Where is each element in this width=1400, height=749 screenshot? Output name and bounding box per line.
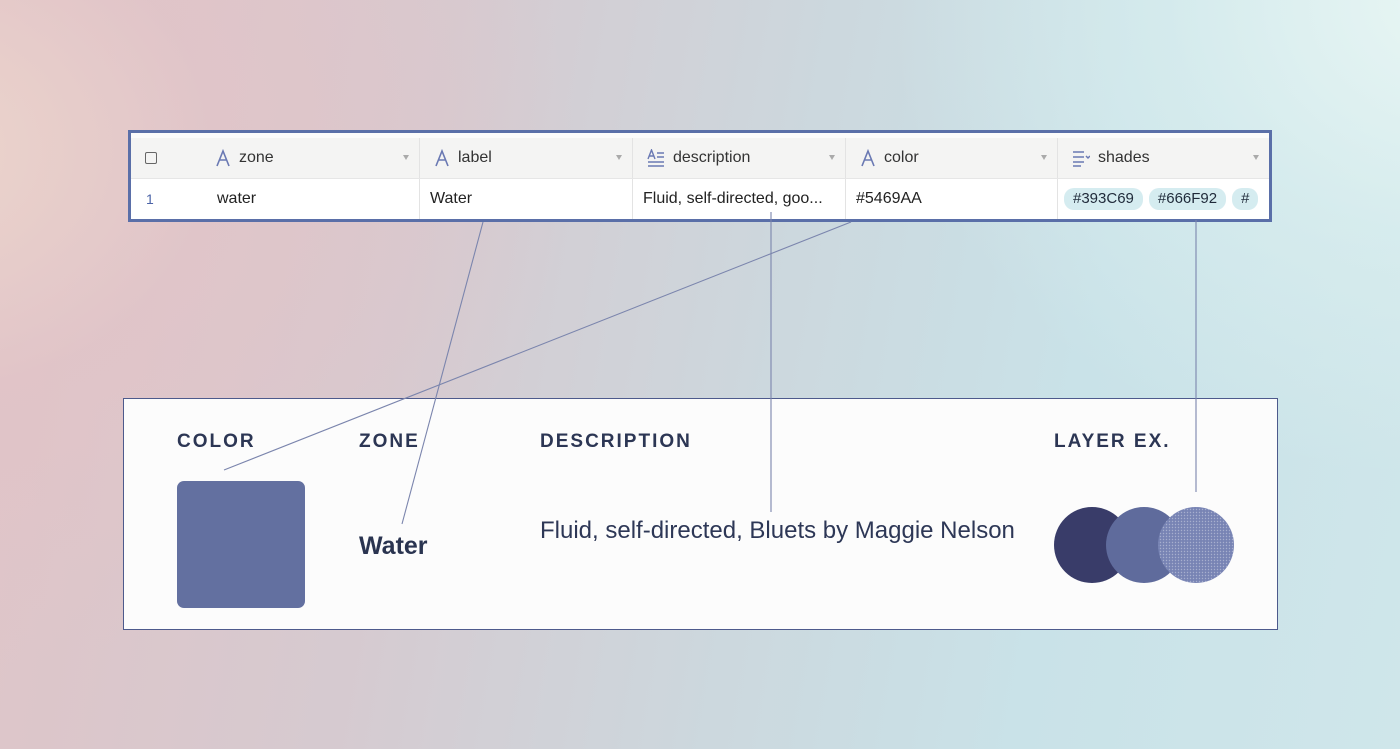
- header-row: zone label description color shades: [131, 138, 1269, 179]
- row-number-cell: 1: [131, 179, 201, 219]
- select-all-cell[interactable]: [131, 138, 201, 178]
- cell-label[interactable]: Water: [420, 179, 633, 219]
- select-all-checkbox[interactable]: [145, 152, 157, 164]
- cell-color-value: #5469AA: [856, 190, 922, 207]
- column-header-label: zone: [239, 149, 274, 166]
- cell-description[interactable]: Fluid, self-directed, goo...: [633, 179, 846, 219]
- chevron-down-icon[interactable]: [829, 155, 835, 160]
- long-text-field-icon: [647, 149, 664, 167]
- text-field-icon: [435, 149, 449, 167]
- column-header-description[interactable]: description: [633, 138, 846, 178]
- column-header-shades[interactable]: shades: [1058, 138, 1269, 178]
- multi-select-field-icon: [1073, 151, 1090, 167]
- layer-circles: [1054, 507, 1234, 583]
- zone-heading: ZONE: [359, 431, 420, 452]
- row-number: 1: [146, 191, 154, 207]
- data-grid: zone label description color shades 1: [128, 130, 1272, 222]
- table-row[interactable]: 1 water Water Fluid, self-directed, goo.…: [131, 179, 1269, 219]
- layer-circle: [1106, 507, 1182, 583]
- shade-chips: #393C69 #666F92 #: [1064, 188, 1264, 210]
- layer-circle: [1054, 507, 1130, 583]
- cell-zone-value: water: [217, 190, 257, 207]
- layer-example-heading: LAYER EX.: [1054, 431, 1171, 452]
- cell-shades[interactable]: #393C69 #666F92 #: [1058, 179, 1269, 219]
- column-header-label: color: [884, 149, 919, 166]
- shade-chip: #393C69: [1064, 188, 1143, 210]
- text-field-icon: [861, 149, 875, 167]
- chevron-down-icon[interactable]: [1253, 155, 1259, 160]
- cell-color[interactable]: #5469AA: [846, 179, 1058, 219]
- zone-value: Water: [359, 532, 428, 560]
- color-swatch: [177, 481, 305, 608]
- cell-zone[interactable]: water: [201, 179, 420, 219]
- shade-chip: #: [1232, 188, 1259, 210]
- color-heading: COLOR: [177, 431, 256, 452]
- description-heading: DESCRIPTION: [540, 431, 692, 452]
- mapping-card: COLOR ZONE DESCRIPTION LAYER EX. Water F…: [123, 398, 1278, 630]
- text-field-icon: [216, 149, 230, 167]
- column-header-label[interactable]: label: [420, 138, 633, 178]
- column-header-label: description: [673, 149, 751, 166]
- column-header-color[interactable]: color: [846, 138, 1058, 178]
- cell-description-value: Fluid, self-directed, goo...: [643, 190, 823, 207]
- cell-label-value: Water: [430, 190, 473, 207]
- layer-circle-texture: [1158, 507, 1234, 583]
- column-header-zone[interactable]: zone: [201, 138, 420, 178]
- column-header-label: shades: [1098, 149, 1150, 166]
- chevron-down-icon[interactable]: [616, 155, 622, 160]
- chevron-down-icon[interactable]: [403, 155, 409, 160]
- chevron-down-icon[interactable]: [1041, 155, 1047, 160]
- description-value: Fluid, self-directed, Bluets by Maggie N…: [540, 517, 1015, 544]
- shade-chip: #666F92: [1148, 188, 1227, 210]
- column-header-label: label: [458, 149, 492, 166]
